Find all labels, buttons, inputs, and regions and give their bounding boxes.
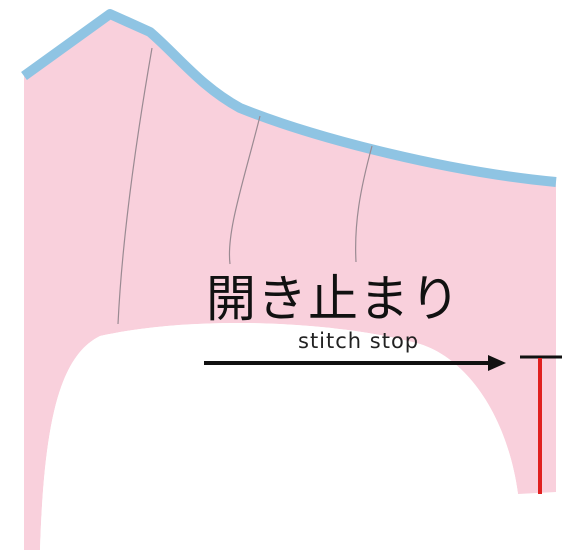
seam-line-1 [117,47,153,325]
stitch-stop-label-en: stitch stop [298,329,419,353]
stitch-stop-label-jp: 開き止まり [206,270,461,328]
seam-line-3 [355,145,373,263]
seam-line-2 [228,115,261,265]
pattern-piece [24,14,556,550]
arrow-head [488,355,506,371]
cutout-area [40,322,518,550]
neckline-edge [21,9,557,187]
